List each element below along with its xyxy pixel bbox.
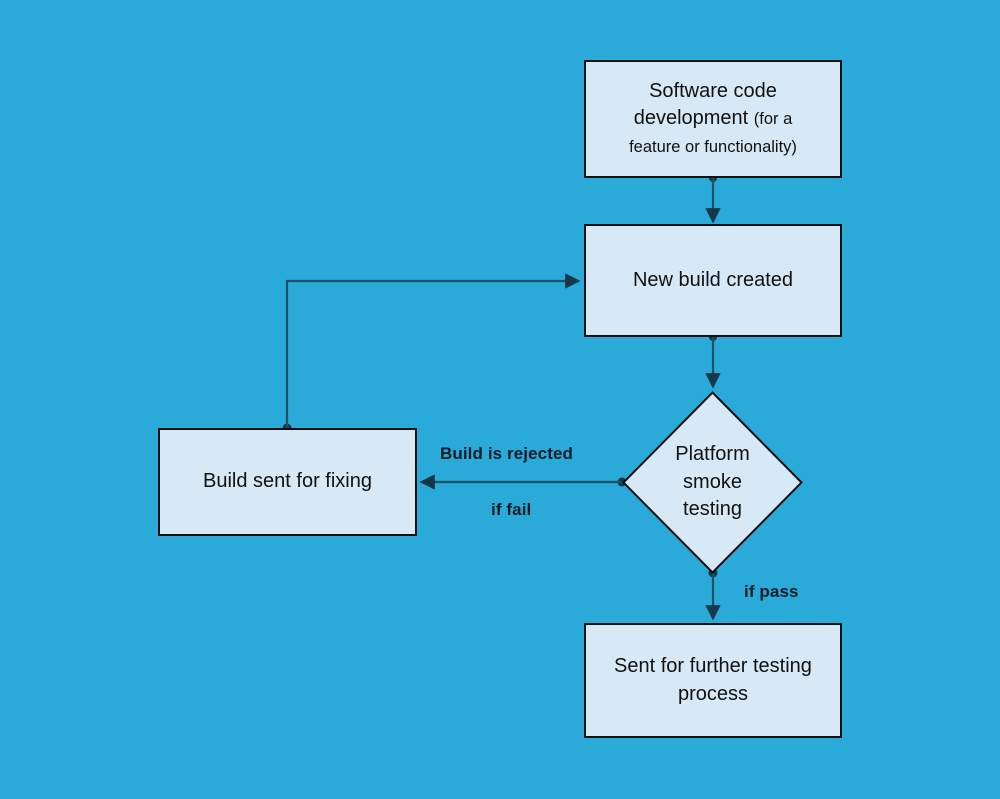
node-sent-for-further-testing[interactable]: Sent for further testing process [584, 623, 842, 738]
node-line-1: Software code [649, 79, 777, 102]
node-line-1: Sent for further testing [614, 654, 812, 677]
node-line-2-sub: (for a [753, 110, 793, 129]
diamond-line-3: testing [683, 498, 742, 521]
edge-smoke-testing-to-further-testing [705, 568, 721, 621]
diamond-line-2: smoke [683, 470, 742, 493]
edge-label-if-fail: if fail [491, 500, 532, 519]
node-new-build-created[interactable]: New build created [584, 224, 842, 337]
node-line-2: process [677, 682, 748, 705]
node-label-new-build-created: New build created [632, 268, 794, 291]
node-label-platform-smoke-testing: Platform smoke testing [622, 391, 803, 574]
node-label-software-code-development: Software code development (for a feature… [619, 78, 807, 161]
node-build-sent-for-fixing[interactable]: Build sent for fixing [158, 428, 417, 536]
node-label-sent-for-further-testing: Sent for further testing process [604, 653, 822, 708]
edge-smoke-testing-to-build-fixing [419, 474, 627, 490]
diamond-line-1: Platform [675, 443, 750, 466]
edge-development-to-new-build [705, 174, 721, 224]
node-line-2-main: development [633, 107, 754, 130]
edge-new-build-to-smoke-testing [705, 333, 721, 389]
node-line-3-sub: feature or functionality) [629, 137, 797, 156]
node-platform-smoke-testing[interactable]: Platform smoke testing [622, 391, 803, 574]
edge-build-fixing-to-new-build [282, 273, 581, 433]
node-label-build-sent-for-fixing: Build sent for fixing [203, 470, 372, 493]
diamond-shape-icon [622, 391, 803, 574]
edge-label-build-is-rejected: Build is rejected [440, 444, 574, 463]
node-software-code-development[interactable]: Software code development (for a feature… [584, 60, 842, 178]
edge-label-if-pass: if pass [744, 582, 799, 601]
